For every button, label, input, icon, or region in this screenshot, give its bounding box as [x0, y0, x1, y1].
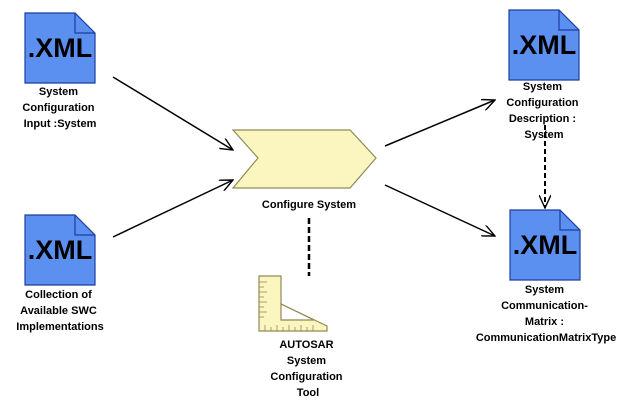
- xml-document-icon: [24, 12, 96, 84]
- document-config-description[interactable]: .XML: [508, 9, 580, 81]
- arrow-configure-to-description[interactable]: [384, 100, 495, 147]
- arrow-input-to-configure[interactable]: [112, 76, 233, 150]
- document-fold: [74, 215, 95, 236]
- xml-badge: .XML: [28, 235, 93, 265]
- input-system-label: System Configuration Input :System: [22, 86, 97, 130]
- document-fold: [74, 13, 95, 34]
- comm-matrix-label: System Communication- Matrix : Communica…: [476, 284, 616, 344]
- xml-badge: .XML: [512, 30, 577, 60]
- swc-collection-label: Collection of Available SWC Implementati…: [16, 289, 103, 333]
- document-input-system[interactable]: .XML: [24, 12, 96, 84]
- process-configure-system[interactable]: [231, 129, 377, 189]
- document-swc-collection[interactable]: .XML: [24, 214, 96, 286]
- set-square-icon: [258, 275, 328, 332]
- ruler-ticks: [259, 281, 314, 331]
- xml-document-icon: [24, 214, 96, 286]
- xml-document-icon: [508, 9, 580, 81]
- config-description-label: System Configuration Description : Syste…: [506, 81, 581, 141]
- xml-badge: .XML: [28, 33, 93, 63]
- tool-autosar-config[interactable]: [258, 275, 328, 332]
- document-comm-matrix[interactable]: .XML: [509, 209, 581, 281]
- process-chevron: [231, 129, 377, 189]
- arrow-swc-to-configure[interactable]: [112, 180, 233, 238]
- tool-label: AUTOSAR System Configuration Tool: [270, 339, 345, 399]
- xml-badge: .XML: [513, 230, 578, 260]
- set-square-hole: [280, 303, 315, 321]
- document-fold: [559, 210, 580, 231]
- xml-document-icon: [509, 209, 581, 281]
- document-fold: [558, 10, 579, 31]
- arrow-configure-to-matrix[interactable]: [384, 184, 495, 236]
- connectors: [112, 76, 545, 276]
- configure-system-label: Configure System: [262, 199, 356, 211]
